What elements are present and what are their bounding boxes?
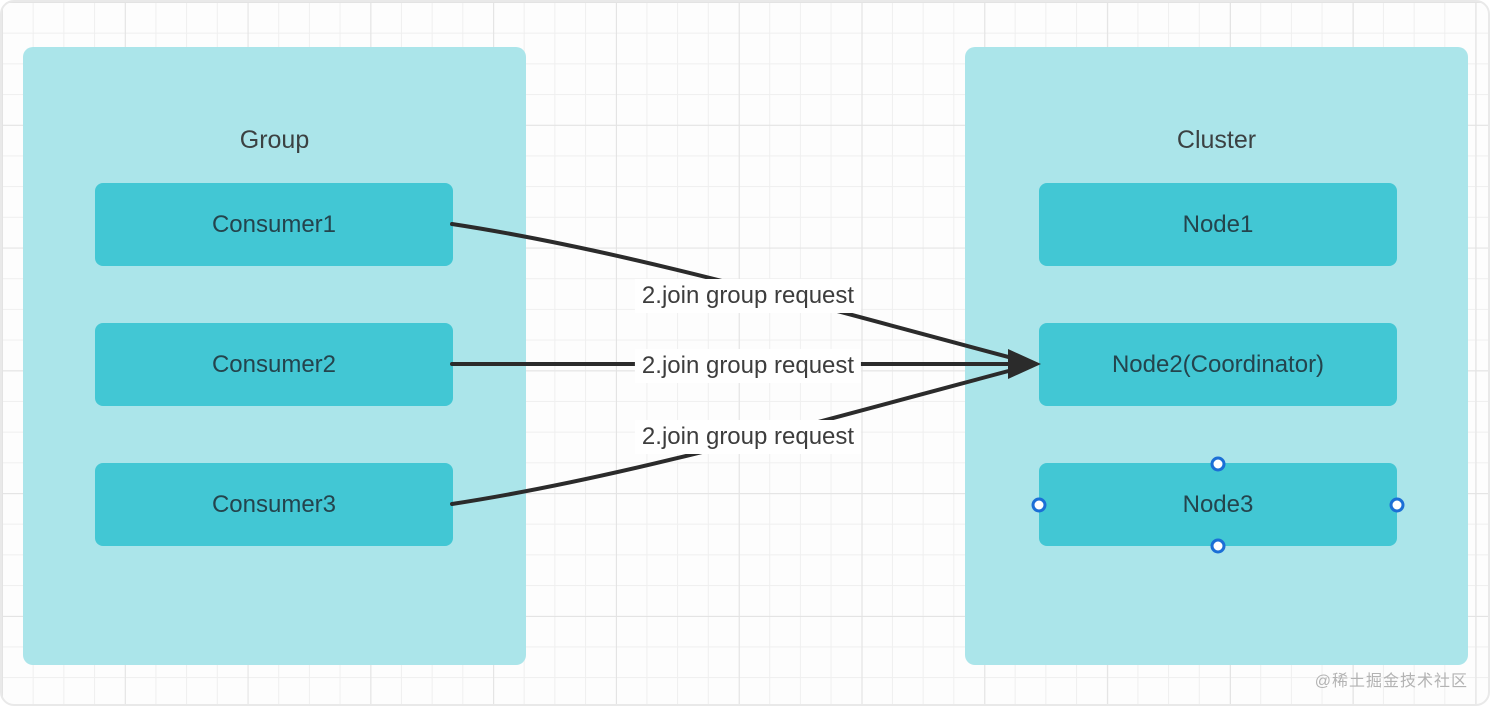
node-node3-label: Node3 bbox=[1182, 490, 1254, 518]
watermark-text: @稀土掘金技术社区 bbox=[1314, 673, 1468, 690]
selection-handle-left[interactable] bbox=[1031, 497, 1047, 513]
edge-label-consumer3[interactable]: 2.join group request bbox=[634, 420, 862, 454]
node-consumer1[interactable]: Consumer1 bbox=[95, 183, 453, 266]
node-consumer1-label: Consumer1 bbox=[211, 210, 337, 238]
selection-handle-top[interactable] bbox=[1210, 456, 1226, 472]
node-consumer2-label: Consumer2 bbox=[211, 350, 337, 378]
node-node2-label: Node2(Coordinator) bbox=[1111, 350, 1325, 378]
group-title: Group bbox=[239, 126, 310, 154]
cluster-container[interactable]: Cluster Node1 Node2(Coordinator) Node3 bbox=[965, 47, 1468, 665]
selection-handle-right[interactable] bbox=[1389, 497, 1405, 513]
node-consumer3[interactable]: Consumer3 bbox=[95, 463, 453, 546]
node-node3[interactable]: Node3 bbox=[1039, 463, 1397, 546]
edge-label-consumer1[interactable]: 2.join group request bbox=[634, 279, 862, 313]
node-consumer2[interactable]: Consumer2 bbox=[95, 323, 453, 406]
node-consumer3-label: Consumer3 bbox=[211, 490, 337, 518]
edge-label-consumer2[interactable]: 2.join group request bbox=[634, 349, 862, 383]
node-node1-label: Node1 bbox=[1182, 210, 1254, 238]
cluster-title: Cluster bbox=[1176, 126, 1257, 154]
selection-handle-bottom[interactable] bbox=[1210, 538, 1226, 554]
node-node2-coordinator[interactable]: Node2(Coordinator) bbox=[1039, 323, 1397, 406]
node-node1[interactable]: Node1 bbox=[1039, 183, 1397, 266]
group-container[interactable]: Group Consumer1 Consumer2 Consumer3 bbox=[23, 47, 526, 665]
